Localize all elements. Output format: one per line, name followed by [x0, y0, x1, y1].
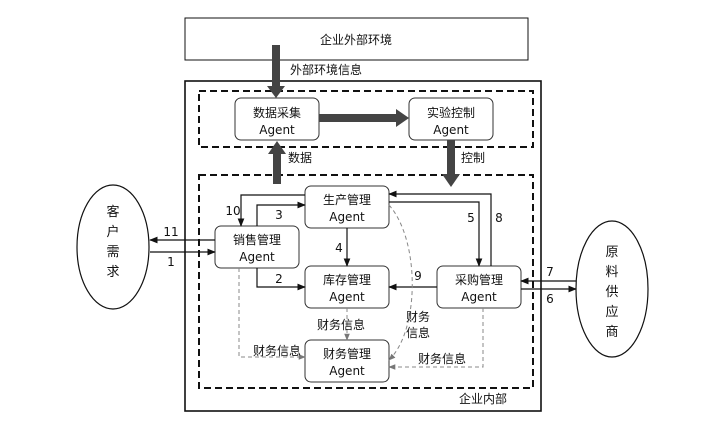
data-collection-agent: Agent [259, 123, 295, 137]
flow-number-6: 6 [546, 292, 554, 306]
sales-agent: Agent [239, 250, 275, 264]
flow-number-5: 5 [467, 211, 475, 225]
customer-char-2: 户 [106, 224, 119, 240]
finance-title: 财务管理 [323, 346, 371, 361]
inventory-agent-box: 库存管理 Agent [304, 265, 390, 309]
customer-demand-ellipse: 客 户 需 求 [76, 184, 150, 310]
flow-number-3: 3 [275, 208, 283, 222]
enterprise-outer-box [184, 80, 542, 412]
experiment-control-agent-box: 实验控制 Agent [408, 97, 494, 141]
sales-finance-info-label: 财务信息 [253, 343, 301, 358]
inventory-title: 库存管理 [323, 272, 371, 287]
sales-title: 销售管理 [233, 232, 281, 247]
supplier-char-2: 料 [605, 265, 618, 280]
purchasing-supplier-arrows [520, 277, 577, 293]
purchasing-agent: Agent [461, 290, 497, 304]
flow-2-line [256, 268, 306, 291]
flow-number-11: 11 [163, 225, 178, 239]
collect-to-control-arrow [319, 109, 409, 127]
purchasing-finance-info-label: 财务信息 [418, 351, 466, 366]
customer-char-3: 需 [106, 245, 119, 260]
supplier-char-3: 供 [605, 285, 618, 300]
flow-10-line [237, 194, 305, 227]
production-agent-box: 生产管理 Agent [304, 185, 390, 229]
flow-number-4: 4 [335, 241, 343, 255]
data-collection-agent-box: 数据采集 Agent [234, 97, 320, 141]
control-down-arrow [442, 140, 460, 187]
customer-char-4: 求 [106, 265, 119, 280]
external-info-label: 外部环境信息 [290, 62, 362, 77]
flow-3-line [256, 201, 306, 226]
finance-agent: Agent [329, 364, 365, 378]
sales-finance-dashed [238, 268, 306, 360]
enterprise-inside-label: 企业内部 [459, 391, 507, 406]
flow-number-8: 8 [495, 211, 503, 225]
production-finance-info-line1: 财务 [406, 309, 430, 324]
flow-number-7: 7 [546, 265, 554, 279]
finance-agent-box: 财务管理 Agent [304, 339, 390, 383]
purchasing-finance-dashed [388, 308, 484, 370]
data-label: 数据 [288, 150, 312, 165]
data-up-arrow [268, 141, 286, 184]
external-info-arrow [267, 45, 285, 98]
purchasing-agent-box: 采购管理 Agent [436, 265, 522, 309]
flow-number-9: 9 [414, 269, 422, 283]
control-layer-dashed-box [198, 90, 534, 148]
production-title: 生产管理 [323, 192, 371, 207]
inventory-finance-info-label: 财务信息 [317, 317, 365, 332]
customer-sales-arrows [149, 236, 216, 256]
external-environment-box: 企业外部环境 [184, 17, 529, 61]
supplier-char-1: 原 [605, 245, 618, 260]
production-finance-dashed [388, 204, 413, 361]
external-environment-label: 企业外部环境 [320, 32, 392, 47]
control-label: 控制 [461, 151, 485, 165]
raw-material-supplier-ellipse: 原 料 供 应 商 [575, 220, 649, 358]
data-collection-title: 数据采集 [253, 105, 301, 120]
supplier-char-4: 应 [605, 304, 618, 320]
supplier-char-5: 商 [605, 325, 618, 340]
flow-5-line [389, 201, 483, 267]
flow-number-10: 10 [225, 204, 240, 218]
production-agent: Agent [329, 210, 365, 224]
flow-number-2: 2 [275, 272, 283, 286]
production-finance-info-line2: 信息 [406, 325, 430, 340]
customer-char-1: 客 [106, 204, 119, 220]
flow-8-line [388, 190, 492, 266]
experiment-control-title: 实验控制 [427, 105, 475, 120]
sales-agent-box: 销售管理 Agent [214, 225, 300, 269]
flow-number-1: 1 [167, 255, 175, 269]
experiment-control-agent: Agent [433, 123, 469, 137]
inventory-agent: Agent [329, 290, 365, 304]
purchasing-title: 采购管理 [455, 272, 503, 287]
